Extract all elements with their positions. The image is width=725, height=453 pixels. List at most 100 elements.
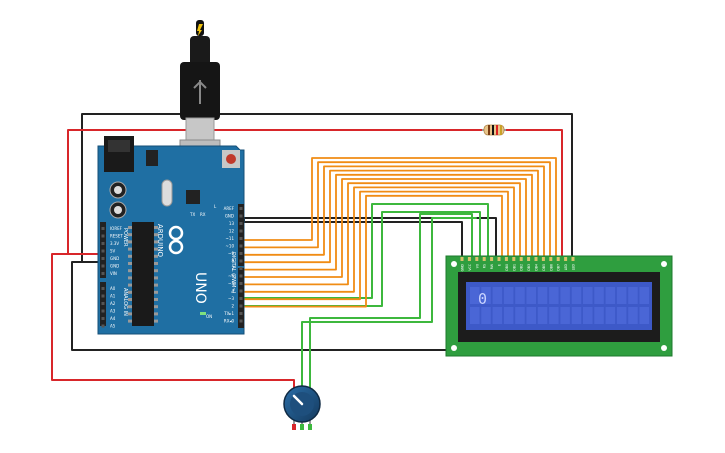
power-pin-socket-5[interactable] [101, 264, 105, 268]
potentiometer[interactable] [283, 385, 321, 430]
lcd-cell [628, 287, 638, 304]
wire-gnd-lcd[interactable] [243, 217, 497, 259]
digital-pin-socket-8[interactable] [239, 267, 243, 270]
digital-pin-9: ~6 [228, 274, 234, 279]
digital-pin-socket-10[interactable] [239, 282, 243, 285]
lcd-cell [616, 307, 627, 324]
digital-pin-socket-0[interactable] [239, 207, 243, 210]
arduino-logo-text: ARDUINO [156, 224, 164, 257]
lcd-cell [470, 287, 480, 304]
lcd-cell [526, 287, 536, 304]
digital-pin-socket-11[interactable] [239, 289, 243, 293]
lcd-pin-15[interactable] [571, 257, 575, 261]
wire-data-4[interactable] [243, 173, 533, 271]
digital-pin-socket-6[interactable] [239, 252, 243, 255]
wire-5v-led[interactable] [505, 129, 563, 259]
lcd-pin-13[interactable] [556, 257, 560, 261]
wire-data-9[interactable] [243, 194, 503, 308]
digital-pin-socket-9[interactable] [239, 274, 243, 278]
power-pin-socket-4[interactable] [101, 257, 105, 260]
wires [51, 113, 573, 399]
analog-pin-socket-0[interactable] [101, 287, 105, 290]
lcd-pin-14[interactable] [564, 257, 568, 261]
digital-pin-4: ~11 [226, 236, 235, 241]
resistor[interactable] [482, 124, 506, 136]
lcd-pin-3[interactable] [482, 257, 486, 261]
digital-pin-socket-7[interactable] [239, 259, 243, 263]
lcd-pin-4[interactable] [490, 257, 494, 261]
lcd-cell [481, 307, 491, 324]
lcd-cell [492, 307, 503, 324]
lcd-pin-label-14: LED [564, 263, 568, 270]
lcd-pin-9[interactable] [527, 257, 531, 261]
wire-data-0[interactable] [243, 157, 557, 259]
analog-pin-socket-5[interactable] [101, 324, 105, 328]
analog-pin-5: A5 [110, 324, 116, 329]
analog-pin-2: A2 [110, 301, 116, 306]
wire-data-5[interactable] [243, 178, 527, 278]
wire-green-1[interactable] [243, 203, 489, 299]
wire-data-3[interactable] [243, 169, 539, 264]
lcd-pin-label-13: DB7 [557, 264, 561, 271]
uno-label: UNO [192, 272, 208, 304]
wire-data-8[interactable] [243, 190, 509, 301]
lcd-pin-1[interactable] [467, 257, 471, 261]
lcd-cell [537, 307, 548, 324]
analog-pin-socket-2[interactable] [101, 302, 105, 305]
power-pin-socket-6[interactable] [101, 272, 105, 275]
power-pin-socket-2[interactable] [101, 242, 105, 245]
lcd-pin-label-8: DB2 [520, 264, 524, 271]
digital-pin-12: ~3 [228, 296, 234, 301]
analog-pin-socket-1[interactable] [101, 294, 105, 298]
lcd-cell [503, 287, 514, 304]
digital-pin-socket-1[interactable] [239, 214, 243, 218]
wire-data-2[interactable] [243, 165, 545, 259]
lcd-cell [639, 307, 649, 324]
lcd-pin-8[interactable] [519, 257, 523, 261]
l-label: L [214, 204, 217, 209]
digital-pin-socket-4[interactable] [239, 237, 243, 240]
digital-pin-3: 12 [229, 229, 235, 234]
digital-pin-socket-15[interactable] [239, 319, 243, 323]
lcd-pin-11[interactable] [541, 257, 545, 261]
arduino-uno-board[interactable]: ARDUINO UNO DIGITAL (PWM~) POWER ANALOG … [97, 136, 245, 335]
digital-header-high [238, 204, 244, 266]
on-led [200, 312, 206, 315]
lcd-pin-label-1: VCC [468, 263, 472, 270]
digital-pin-socket-2[interactable] [239, 222, 243, 225]
wire-5v-pot[interactable] [51, 253, 295, 399]
power-pin-socket-0[interactable] [101, 227, 105, 230]
digital-pin-socket-14[interactable] [239, 312, 243, 315]
analog-pin-socket-4[interactable] [101, 317, 105, 320]
digital-pin-socket-12[interactable] [239, 297, 243, 300]
lcd-pin-0[interactable] [460, 257, 464, 261]
analog-pin-1: A1 [110, 294, 116, 299]
wire-green-contrast[interactable] [301, 217, 477, 399]
lcd-pin-12[interactable] [549, 257, 553, 261]
usb-chip [186, 190, 200, 204]
arduino-logo: ARDUINO [156, 224, 184, 257]
digital-pin-socket-3[interactable] [239, 229, 243, 233]
lcd-cell [549, 287, 559, 304]
power-pin-socket-1[interactable] [101, 234, 105, 238]
wire-data-7[interactable] [243, 186, 515, 293]
lcd-pin-10[interactable] [534, 257, 538, 261]
lcd-pin-5[interactable] [497, 257, 501, 261]
lcd-pin-label-0: GND [461, 263, 465, 271]
power-pin-socket-3[interactable] [101, 249, 105, 253]
wire-green-pot[interactable] [309, 213, 473, 399]
lcd-cell [628, 307, 638, 324]
wire-data-6[interactable] [243, 182, 521, 286]
digital-pin-socket-13[interactable] [239, 304, 243, 308]
digital-pin-11: 4 [231, 289, 234, 294]
lcd-pin-2[interactable] [475, 257, 479, 261]
lcd-cell [549, 307, 559, 324]
wire-data-1[interactable] [243, 161, 551, 259]
analog-pin-socket-3[interactable] [101, 309, 105, 313]
lcd-pin-7[interactable] [512, 257, 516, 261]
orange-wire-bundle [243, 157, 557, 308]
wire-gnd-lcd-2[interactable] [243, 217, 463, 259]
digital-pin-socket-5[interactable] [239, 244, 243, 248]
lcd-pin-6[interactable] [504, 257, 508, 261]
